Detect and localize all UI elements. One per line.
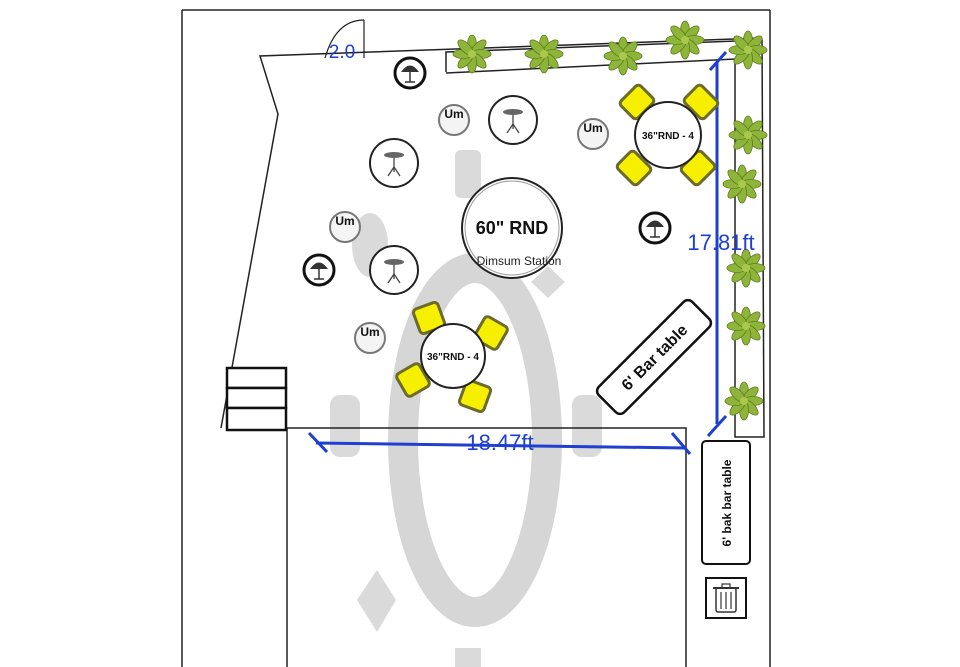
back-bar-table[interactable]: 6' bak bar table bbox=[701, 440, 751, 565]
plant-icon bbox=[722, 164, 762, 204]
trash-can-icon bbox=[705, 577, 747, 619]
plant-icon bbox=[724, 381, 764, 421]
umbrella-group bbox=[302, 56, 672, 287]
umbrella-base[interactable]: Um bbox=[354, 322, 386, 354]
umbrella-base[interactable]: Um bbox=[329, 211, 361, 243]
umbrella-base-label: Um bbox=[360, 325, 379, 339]
plant-icon bbox=[726, 248, 766, 288]
dimension-horizontal bbox=[307, 431, 692, 455]
cocktail-table-group bbox=[369, 95, 538, 295]
plant-icon bbox=[728, 30, 768, 70]
dimsum-station-table[interactable]: 60" RND Dimsum Station bbox=[461, 177, 563, 279]
umbrella-base-label: Um bbox=[444, 107, 463, 121]
dimension-horizontal-label: 18.47ft bbox=[466, 430, 533, 455]
plant-icon bbox=[665, 20, 705, 60]
chair-icon bbox=[395, 362, 431, 398]
pedestal-table-icon bbox=[503, 109, 523, 134]
cocktail-table[interactable] bbox=[488, 95, 538, 145]
umbrella-base-label: Um bbox=[583, 121, 602, 135]
back-bar-table-label: 6' bak bar table bbox=[720, 459, 734, 546]
door-width-label: 2.0 bbox=[329, 42, 355, 63]
dimension-vertical bbox=[706, 51, 728, 438]
steps-icon bbox=[225, 366, 288, 432]
dimsum-table-purpose: Dimsum Station bbox=[477, 254, 562, 268]
cocktail-table[interactable] bbox=[369, 138, 419, 188]
plant-icon bbox=[728, 115, 768, 155]
dimension-vertical-label: 17.81ft bbox=[687, 230, 754, 255]
interior-room-outline bbox=[286, 427, 687, 667]
round-table-top-right-label: 36"RND - 4 bbox=[642, 131, 694, 142]
chair-icon bbox=[457, 378, 493, 414]
plant-group bbox=[452, 20, 768, 421]
umbrella-icon bbox=[393, 56, 427, 90]
chair-icon bbox=[473, 315, 509, 351]
plant-icon bbox=[603, 36, 643, 76]
plant-icon bbox=[524, 34, 564, 74]
dimsum-table-size: 60" RND bbox=[476, 218, 549, 238]
umbrella-base[interactable]: Um bbox=[438, 104, 470, 136]
round-table-center[interactable]: 36"RND - 4 bbox=[395, 300, 509, 414]
chair-icon bbox=[615, 149, 653, 187]
pedestal-table-icon bbox=[384, 259, 404, 284]
building-outline bbox=[181, 9, 771, 667]
watermark-logo bbox=[330, 150, 602, 667]
pedestal-table-icon bbox=[384, 152, 404, 177]
umbrella-base[interactable]: Um bbox=[577, 118, 609, 150]
umbrella-icon bbox=[302, 253, 336, 287]
door-swing-icon bbox=[324, 19, 365, 59]
plant-icon bbox=[452, 34, 492, 74]
plant-icon bbox=[726, 306, 766, 346]
round-table-top-right[interactable]: 36"RND - 4 bbox=[615, 83, 720, 187]
umbrella-icon bbox=[638, 211, 672, 245]
patio-outline bbox=[220, 37, 763, 429]
round-table-center-label: 36"RND - 4 bbox=[427, 352, 479, 363]
chair-icon bbox=[682, 83, 720, 121]
umbrella-base-label: Um bbox=[335, 214, 354, 228]
bar-table[interactable]: 6' Bar table bbox=[595, 298, 714, 417]
cocktail-table[interactable] bbox=[369, 245, 419, 295]
